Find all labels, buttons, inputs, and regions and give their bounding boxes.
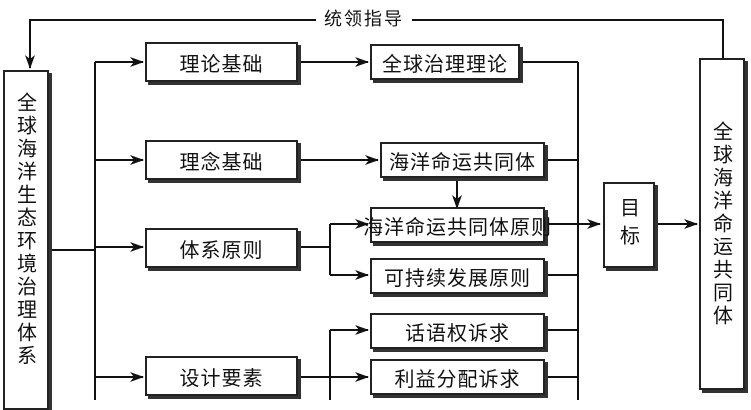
guidance-label: 统领指导: [316, 8, 412, 32]
goal-box: 目标: [603, 182, 655, 268]
global-maritime-community-box: 全球海洋命运共同体: [699, 58, 745, 390]
theory-foundation-box: 理论基础: [145, 42, 298, 82]
maritime-community-box: 海洋命运共同体: [380, 142, 545, 178]
left-box-text: 全球海洋生态环境治理体系: [13, 92, 38, 368]
system-principles-box: 体系原则: [145, 228, 298, 268]
governance-diagram: 统领指导 全球海洋生态环境治理体系 理论基础 理念基础 体系原则 设计要素 全球…: [3, 8, 745, 410]
discourse-right-claim-box: 话语权诉求: [370, 313, 545, 349]
global-governance-theory-box: 全球治理理论: [370, 44, 520, 80]
sustainable-development-principle-box: 可持续发展原则: [370, 258, 545, 294]
maritime-community-principle-box: 海洋命运共同体原则: [363, 207, 551, 243]
goal-box-text: 目标: [616, 197, 641, 253]
global-ocean-governance-system-box: 全球海洋生态环境治理体系: [3, 70, 49, 410]
design-elements-box: 设计要素: [145, 356, 298, 396]
benefit-distribution-claim-box: 利益分配诉求: [370, 359, 545, 395]
right-box-text: 全球海洋命运共同体: [709, 120, 734, 328]
concept-foundation-box: 理念基础: [145, 140, 298, 180]
connector-lines: [25, 19, 724, 400]
